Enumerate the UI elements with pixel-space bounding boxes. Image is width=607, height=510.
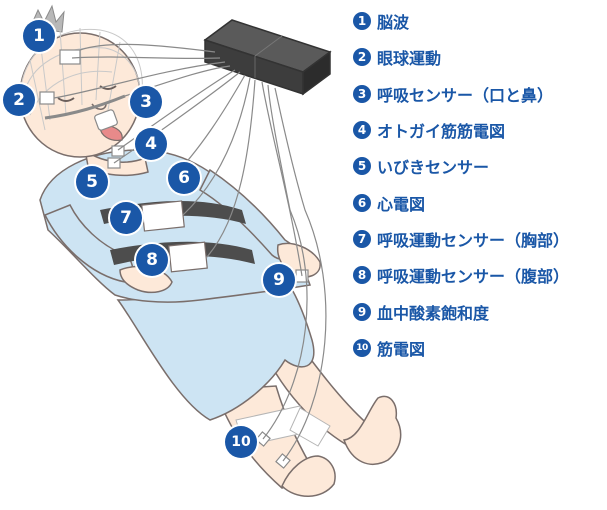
legend-number: 1 <box>353 12 371 31</box>
marker-chest-belt: 7 <box>110 202 142 234</box>
legend-label: オトガイ筋筋電図 <box>377 122 506 142</box>
closed-eye-right <box>99 85 117 90</box>
marker-snore-sensor: 5 <box>76 166 108 198</box>
closed-eye-left <box>57 97 75 102</box>
chin-electrode <box>111 145 125 157</box>
legend-number: 9 <box>353 302 371 321</box>
legend-item: 4 オトガイ筋筋電図 <box>353 112 607 148</box>
legend-number: 10 <box>353 338 371 357</box>
cannula-piece <box>94 109 118 131</box>
marker-chin-emg: 4 <box>135 128 167 160</box>
marker-eye-movement: 2 <box>3 84 35 116</box>
legend-label: 心電図 <box>377 194 426 214</box>
marker-oximeter: 9 <box>263 264 295 296</box>
abdomen-sensor-pad <box>168 241 208 273</box>
recorder-box <box>203 19 332 96</box>
legend-label: 眼球運動 <box>377 49 442 69</box>
legend-number: 4 <box>353 121 371 140</box>
legend-label: 血中酸素飽和度 <box>377 303 490 323</box>
legend-label: いびきセンサー <box>377 158 490 178</box>
legend-number: 8 <box>353 266 371 285</box>
marker-breathing-sensor: 3 <box>130 86 162 118</box>
legend-item: 2 眼球運動 <box>353 39 607 75</box>
marker-ecg: 6 <box>168 162 200 194</box>
legend-label: 呼吸運動センサー（腹部） <box>377 267 570 287</box>
marker-eeg: 1 <box>23 20 55 52</box>
legend-label: 脳波 <box>377 13 410 33</box>
marker-abdomen-belt: 8 <box>136 244 168 276</box>
legend-label: 呼吸運動センサー（胸部） <box>377 230 570 250</box>
legend-item: 6 心電図 <box>353 184 607 220</box>
nasal-cannula <box>44 94 126 120</box>
eeg-electrode <box>59 49 81 65</box>
legend-number: 2 <box>353 48 371 67</box>
marker-leg-emg: 10 <box>225 426 257 458</box>
legend-item: 3 呼吸センサー（口と鼻） <box>353 76 607 112</box>
legend-item: 1 脳波 <box>353 3 607 39</box>
legend-item: 8 呼吸運動センサー（腹部） <box>353 257 607 293</box>
legend-number: 7 <box>353 229 371 248</box>
legend-number: 6 <box>353 193 371 212</box>
legend-item: 10 筋電図 <box>353 330 607 366</box>
legend-number: 3 <box>353 84 371 103</box>
legend-label: 筋電図 <box>377 339 426 359</box>
legend-item: 7 呼吸運動センサー（胸部） <box>353 221 607 257</box>
legend-label: 呼吸センサー（口と鼻） <box>377 85 554 105</box>
legend: 1 脳波 2 眼球運動 3 呼吸センサー（口と鼻） 4 オトガイ筋筋電図 5 い… <box>353 3 607 366</box>
legend-item: 9 血中酸素飽和度 <box>353 293 607 329</box>
eog-electrode <box>39 91 55 105</box>
legend-item: 5 いびきセンサー <box>353 148 607 184</box>
chest-sensor-pad <box>141 200 185 232</box>
legend-number: 5 <box>353 157 371 176</box>
sensor-wires <box>53 43 327 462</box>
